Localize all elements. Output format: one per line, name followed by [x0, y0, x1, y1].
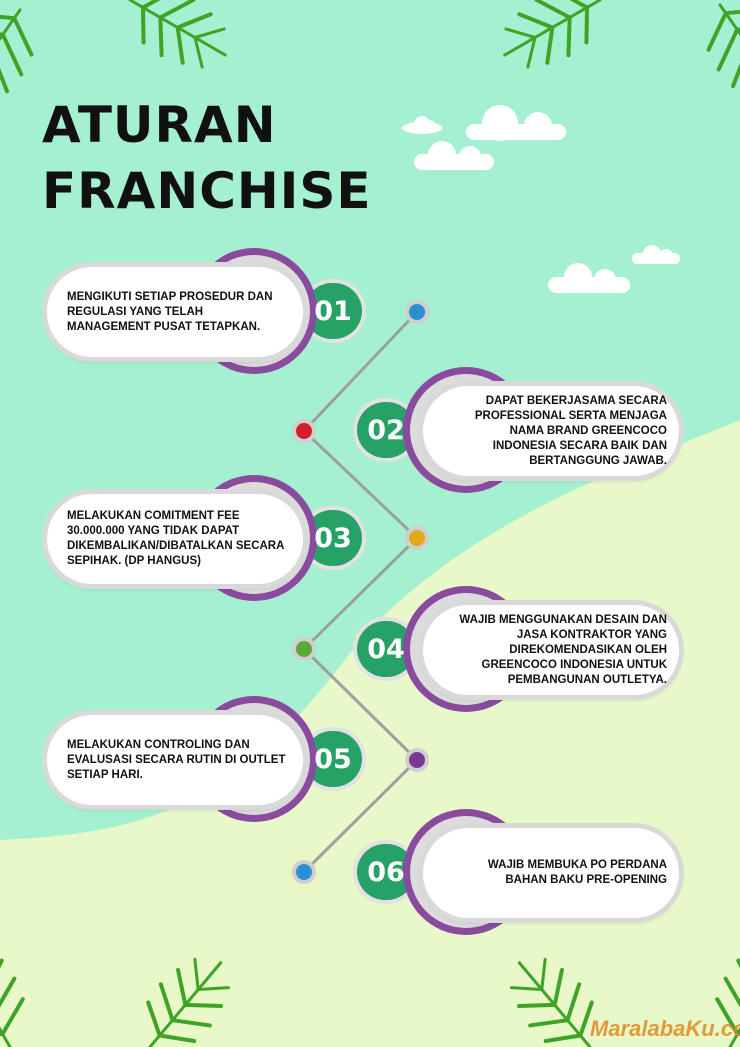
watermark: MaralabaKu.com: [590, 1016, 740, 1041]
connector-dot-icon: [292, 419, 316, 443]
palm-leaf-icon: [0, 932, 25, 1047]
cloud-icon: [548, 263, 630, 293]
step-number-04: 04: [367, 634, 405, 665]
palm-leaf-icon: [706, 3, 740, 105]
cloud-icon: [414, 141, 494, 170]
connector-dot-icon: [405, 300, 429, 324]
connector-dot-icon: [405, 748, 429, 772]
palm-leaf-icon: [715, 932, 740, 1047]
step-card-01: MENGIKUTI SETIAP PROSEDUR DAN REGULASI Y…: [47, 267, 303, 357]
step-text-02: DAPAT BEKERJASAMA SECARA PROFESSIONAL SE…: [474, 394, 667, 467]
palm-leaf-icon: [0, 8, 34, 110]
step-text-03: MELAKUKAN COMITMENT FEE 30.000.000 YANG …: [67, 510, 284, 567]
step-card-06: WAJIB MEMBUKA PO PERDANA BAHAN BAKU PRE-…: [423, 828, 679, 918]
cloud-icon: [402, 116, 442, 134]
palm-leaf-icon: [128, 0, 227, 69]
step-card-03: MELAKUKAN COMITMENT FEE 30.000.000 YANG …: [47, 494, 303, 584]
step-card-02: DAPAT BEKERJASAMA SECARA PROFESSIONAL SE…: [423, 386, 679, 476]
step-number-01: 01: [314, 296, 352, 327]
connector-dot-icon: [405, 526, 429, 550]
cloud-icon: [466, 105, 566, 141]
palm-leaf-icon: [509, 957, 594, 1047]
step-number-03: 03: [314, 523, 352, 554]
palm-leaf-icon: [503, 0, 602, 69]
step-text-04: WAJIB MENGGUNAKAN DESAIN DAN JASA KONTRA…: [459, 613, 667, 686]
connector-dot-icon: [292, 637, 316, 661]
palm-leaf-icon: [146, 957, 231, 1047]
step-text-01: MENGIKUTI SETIAP PROSEDUR DAN REGULASI Y…: [67, 290, 273, 333]
step-card-04: WAJIB MENGGUNAKAN DESAIN DAN JASA KONTRA…: [423, 605, 679, 695]
step-number-06: 06: [367, 857, 405, 888]
page-title: ATURAN FRANCHISE: [42, 92, 372, 224]
title-line-1: ATURAN: [42, 96, 277, 154]
title-line-2: FRANCHISE: [42, 162, 372, 220]
step-number-02: 02: [367, 415, 405, 446]
cloud-icon: [632, 245, 680, 264]
connector-line: [301, 310, 420, 874]
step-number-05: 05: [314, 744, 352, 775]
step-text-05: MELAKUKAN CONTROLING DAN EVALUSASI SECAR…: [67, 738, 286, 781]
connector-dot-icon: [292, 860, 316, 884]
step-text-06: WAJIB MEMBUKA PO PERDANA BAHAN BAKU PRE-…: [487, 859, 667, 886]
step-card-05: MELAKUKAN CONTROLING DAN EVALUSASI SECAR…: [47, 715, 303, 805]
